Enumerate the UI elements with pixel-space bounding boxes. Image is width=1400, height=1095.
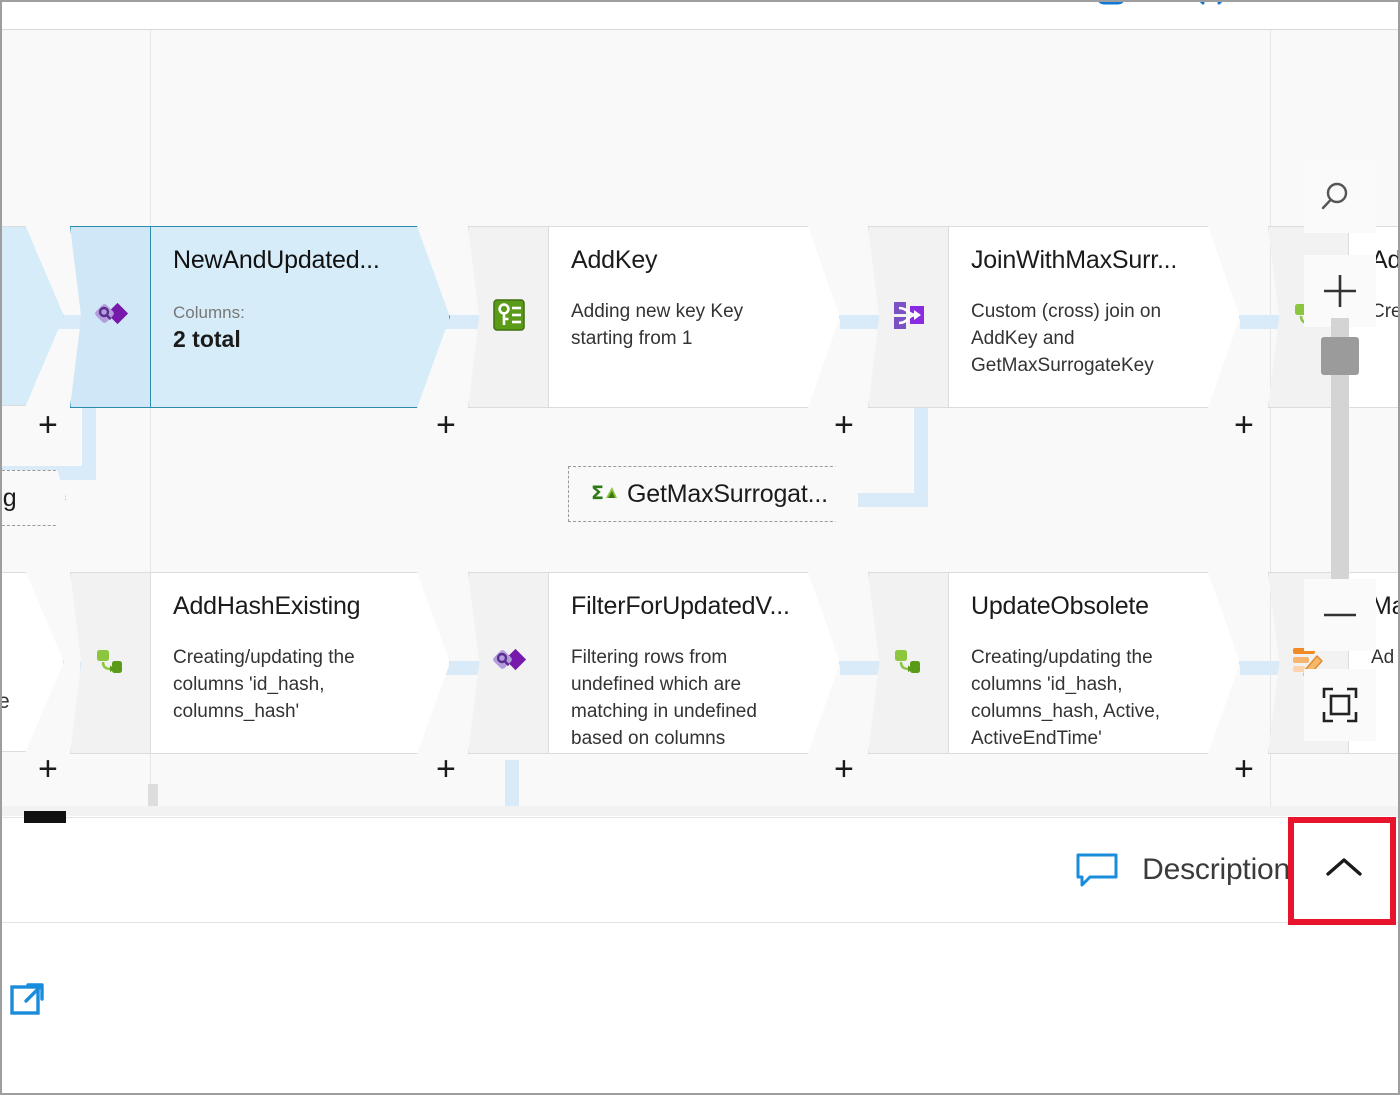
node-title: AddHashExisting (173, 593, 361, 620)
search-icon[interactable] (1304, 161, 1376, 233)
add-node-plus-button[interactable]: + (436, 406, 456, 444)
connector-segment (440, 315, 480, 329)
node-title: FilterForUpdatedV... (571, 593, 790, 620)
node-joinwithmaxsurr[interactable]: JoinWithMaxSurr... Custom (cross) join o… (868, 226, 1240, 408)
join-icon (892, 298, 926, 337)
node-description: Ad rov (1371, 647, 1398, 669)
node-description: Adding new key Key starting from 1 (571, 301, 744, 350)
open-in-new-window-icon[interactable] (6, 975, 50, 1024)
top-toolbar (2, 0, 1398, 30)
zoom-control-panel (2, 30, 1398, 815)
comment-icon (1074, 850, 1120, 890)
node-title: NewAndUpdated... (173, 247, 380, 274)
toolbar-icon-group (1090, 0, 1332, 18)
partial-node-left-top[interactable] (2, 226, 64, 406)
node-description: Cre col col M (1371, 301, 1398, 323)
zoom-in-button[interactable] (1304, 255, 1376, 327)
node-icon-column (70, 572, 150, 754)
node-updateobsolete[interactable]: UpdateObsolete Creating/updating the col… (868, 572, 1240, 754)
svg-text:Σ: Σ (591, 482, 604, 504)
connector-segment (505, 760, 519, 815)
node-body: FilterForUpdatedV... Filtering rows from… (548, 572, 840, 754)
add-node-plus-button[interactable]: + (38, 406, 58, 444)
node-icon-column (468, 572, 548, 754)
node-title: AddKey (571, 247, 658, 274)
node-title: JoinWithMaxSurr... (971, 247, 1178, 274)
dataflow-canvas[interactable]: + NewAndUpdated... Columns: 2 total (2, 30, 1398, 815)
partial-node-left-bottom[interactable] (2, 572, 64, 752)
add-node-plus-button[interactable]: + (1234, 750, 1254, 788)
filter-icon (491, 643, 527, 684)
node-body: UpdateObsolete Creating/updating the col… (948, 572, 1240, 754)
node-description: Filtering rows from undefined which are … (571, 647, 757, 750)
node-icon-column (70, 226, 150, 408)
surrogate-key-icon (492, 298, 526, 337)
node-icon-column (868, 226, 948, 408)
settings-slider-icon[interactable] (1290, 0, 1332, 18)
horizontal-scrollbar-thumb[interactable] (24, 811, 66, 823)
connector-segment (440, 661, 482, 675)
zoom-slider-track[interactable] (1331, 318, 1349, 598)
node-description: Creating/updating the columns 'id_hash, … (173, 647, 355, 723)
node-dashed-left[interactable]: ng (2, 470, 66, 526)
node-columns-label: Columns: (173, 303, 245, 323)
chevron-up-icon (1321, 853, 1367, 888)
add-node-plus-button[interactable]: + (38, 750, 58, 788)
zoom-out-button[interactable] (1304, 579, 1376, 651)
node-description: Custom (cross) join on AddKey and GetMax… (971, 301, 1162, 377)
description-panel-body (2, 923, 1398, 1093)
node-addhashexisting[interactable]: AddHashExisting Creating/updating the co… (70, 572, 450, 754)
filter-icon (93, 297, 129, 338)
node-addkey[interactable]: AddKey Adding new key Key starting from … (468, 226, 840, 408)
node-title: UpdateObsolete (971, 593, 1149, 620)
node-body: NewAndUpdated... Columns: 2 total (150, 226, 450, 408)
collapse-description-button[interactable] (1290, 818, 1398, 922)
add-node-plus-button[interactable]: + (436, 750, 456, 788)
derived-column-icon (892, 644, 926, 683)
partial-node-left-bottom-text: e (2, 690, 10, 713)
collapsed-node-title: ng (2, 483, 17, 512)
add-node-plus-button[interactable]: + (834, 750, 854, 788)
canvas-gridline (150, 30, 151, 815)
zoom-slider-handle[interactable] (1321, 337, 1359, 375)
add-node-plus-button[interactable]: + (834, 406, 854, 444)
node-icon-column (868, 572, 948, 754)
connector-segment (858, 493, 928, 507)
canvas-vertical-scroll-strip[interactable] (148, 784, 158, 815)
aggregate-icon: Σ (591, 479, 617, 510)
node-description: Creating/updating the columns 'id_hash, … (971, 647, 1161, 750)
connector-segment (1240, 315, 1282, 329)
node-newandupdated[interactable]: NewAndUpdated... Columns: 2 total (70, 226, 450, 408)
connector-segment (840, 315, 882, 329)
connector-segment (840, 661, 882, 675)
node-getmaxsurrogate[interactable]: Σ GetMaxSurrogat... (568, 466, 858, 522)
data-preview-icon[interactable] (1090, 0, 1132, 18)
collapsed-node-title: GetMaxSurrogat... (627, 479, 828, 508)
description-label: Description (1142, 853, 1290, 886)
node-columns-value: 2 total (173, 325, 241, 352)
connector-segment (914, 408, 928, 500)
add-node-plus-button[interactable]: + (1234, 406, 1254, 444)
node-filterforupdatedv[interactable]: FilterForUpdatedV... Filtering rows from… (468, 572, 840, 754)
canvas-gridline (1270, 30, 1271, 815)
description-bar: Description (2, 817, 1398, 923)
connector-segment (1240, 661, 1282, 675)
horizontal-scrollbar-track[interactable] (2, 806, 1398, 816)
connector-segment (82, 408, 96, 480)
node-body: AddHashExisting Creating/updating the co… (150, 572, 450, 754)
derived-column-icon (94, 644, 128, 683)
refresh-icon[interactable] (1190, 0, 1232, 18)
node-icon-column (468, 226, 548, 408)
node-body: AddKey Adding new key Key starting from … (548, 226, 840, 408)
node-body: JoinWithMaxSurr... Custom (cross) join o… (948, 226, 1240, 408)
fit-to-screen-button[interactable] (1304, 669, 1376, 741)
